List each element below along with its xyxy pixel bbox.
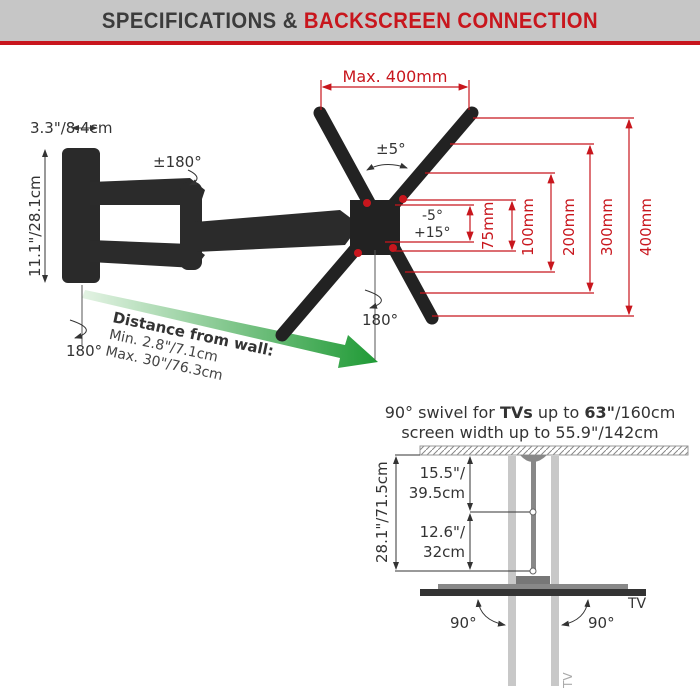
vesa-height-100: 100mm — [519, 198, 537, 256]
wall-plate-height: 11.1"/28.1cm — [26, 175, 44, 277]
swivel-angle-left: 90° — [450, 614, 477, 632]
vesa-height-200: 200mm — [560, 198, 578, 256]
tv-label: TV — [627, 596, 647, 612]
title-part-2: BACKSCREEN CONNECTION — [303, 8, 599, 33]
total-depth-label: 28.1"/71.5cm — [373, 461, 391, 563]
wall-plate-width: 3.3"/8.4cm — [30, 119, 113, 137]
page-title: SPECIFICATIONS & BACKSCREEN CONNECTION — [28, 0, 672, 42]
upper-arm-length-a: 15.5"/ — [420, 464, 466, 482]
distance-arrow — [82, 290, 378, 368]
wall-swivel-arrow — [69, 319, 87, 339]
header-bar: SPECIFICATIONS & BACKSCREEN CONNECTION — [0, 0, 700, 45]
head-swivel-label: 180° — [362, 311, 398, 329]
title-part-1: SPECIFICATIONS & — [101, 8, 298, 33]
arm-swivel-arrow — [187, 169, 198, 186]
vesa-max-label: Max. 400mm — [343, 67, 448, 86]
vesa-height-300: 300mm — [598, 198, 616, 256]
plate-rotation-label: ±5° — [376, 140, 406, 158]
vesa-height-75: 75mm — [479, 202, 497, 250]
lower-arm-length-b: 32cm — [423, 543, 465, 561]
swivel-line-2: screen width up to 55.9"/142cm — [401, 423, 658, 442]
top-view-drawing — [393, 445, 689, 686]
head-swivel-arrow — [364, 289, 382, 309]
vesa-dimensions — [320, 80, 634, 317]
tilt-up-label: -5° — [422, 208, 443, 224]
swivel-angle-right: 90° — [588, 614, 615, 632]
mount-arms — [90, 178, 360, 270]
plate-rotation-arrow — [366, 162, 408, 171]
tv-label-rotated: TV — [561, 672, 575, 689]
upper-arm-length-b: 39.5cm — [409, 484, 465, 502]
lower-arm-length-a: 12.6"/ — [420, 523, 466, 541]
vesa-height-400: 400mm — [637, 198, 655, 256]
arm-swivel-label: ±180° — [153, 153, 202, 171]
vesa-holes — [354, 195, 407, 257]
tilt-down-label: +15° — [414, 225, 451, 241]
wall-swivel-label: 180° — [66, 342, 102, 360]
swivel-line-1: 90° swivel for TVs up to 63"/160cm — [385, 403, 676, 422]
